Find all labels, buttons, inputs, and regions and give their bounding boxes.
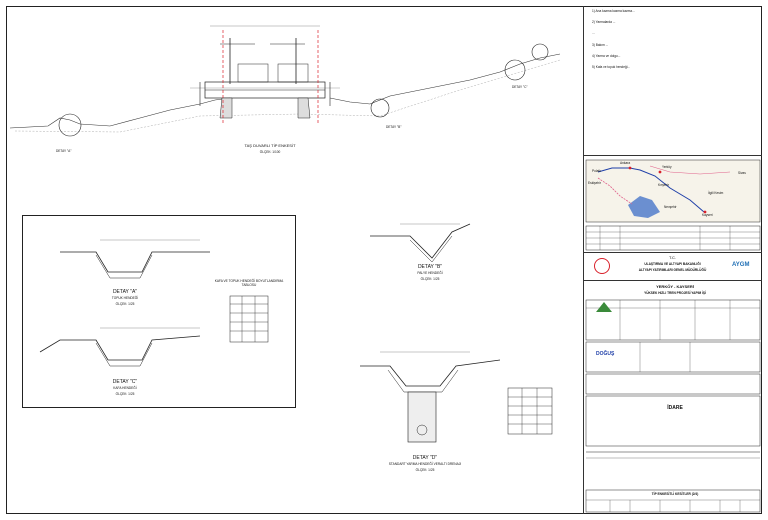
kafa-table-title: KAFA VE TOPUK HENDEĞİ BOYUTLANDIRMA TABL…: [214, 279, 284, 288]
note-1: 1) Ana kazma kazma kazma...: [592, 9, 635, 13]
dogus-logo: DOĞUŞ: [596, 351, 615, 357]
map-label-polatli: Polatlı: [592, 169, 601, 173]
map-label-yerkoy: Yerköy: [662, 165, 672, 169]
main-section-scale: ÖLÇEK: 1/100: [259, 150, 281, 154]
note-3: ...: [592, 31, 595, 36]
main-section-title: TAŞ DUVARLI TİP ENKESİT: [244, 143, 296, 148]
sheet-border: [6, 6, 762, 514]
detail-d-sub: STANDART YARMA HENDEĞİ VERALTI DRENAJI: [388, 462, 462, 466]
ministry-line-1: ULAŞTIRMA VE ALTYAPI BAKANLIĞI: [644, 262, 701, 266]
main-detail-c-tag: DETAY "C": [512, 85, 528, 89]
detail-panel-ac: [22, 215, 296, 408]
project-line-2: YÜKSEK HIZLI TREN PROJESİ YAPIM İŞİ: [644, 291, 706, 295]
main-detail-b-tag: DETAY "B": [386, 125, 402, 129]
detail-a-scale: ÖLÇEK: 1/25: [115, 302, 135, 306]
detail-c-title: DETAY "C": [112, 379, 138, 385]
note-6: 5) Kafa ve topuk hendeği...: [592, 65, 631, 70]
note-4: 3) Bakım ...: [592, 42, 609, 47]
map-label-ilgili-kesim: İlgili Kesim: [708, 191, 724, 195]
map-label-kirsehir: Kırşehir: [658, 183, 669, 187]
detail-b-scale: ÖLÇEK: 1/25: [420, 277, 440, 281]
detail-c-sub: KAFA HENDEĞİ: [113, 386, 137, 390]
aygm-logo: AYGM: [732, 262, 750, 268]
main-detail-a-tag: DETAY "A": [56, 149, 72, 153]
ministry-logo: [594, 258, 610, 274]
detail-c-scale: ÖLÇEK: 1/25: [115, 392, 135, 396]
map-label-kayseri: Kayseri: [702, 213, 713, 217]
detail-b-title: DETAY "B": [417, 264, 443, 270]
note-2: 2) Yarmalarda ...: [592, 20, 616, 25]
drawing-title: TİP ENKESİTLİ KESİTLER (2/4): [651, 492, 699, 496]
titleblock-divider: [583, 6, 584, 514]
ministry-line-2: ALTYAPI YATIRIMLARI GENEL MÜDÜRLÜĞÜ: [638, 268, 707, 272]
ministry-tc: T.C.: [668, 255, 677, 260]
detail-b-sub: PALYE HENDEĞİ: [417, 271, 443, 275]
detail-d-scale: ÖLÇEK: 1/25: [415, 468, 435, 472]
detail-d-title: DETAY "D": [412, 455, 438, 461]
map-label-eskisehir: Eskişehir: [588, 181, 601, 185]
note-5: 4) Yarma ve dolgu...: [592, 53, 621, 58]
general-notes: 1) Ana kazma kazma kazma... 2) Yarmalard…: [592, 9, 752, 70]
detail-a-sub: TOPUK HENDEĞİ: [111, 296, 139, 300]
project-line-1: YERKÖY - KAYSERİ: [656, 284, 694, 289]
idare-label: İDARE: [667, 405, 683, 411]
map-label-nevsehir: Nevşehir: [664, 205, 677, 209]
map-label-sivas: Sivas: [738, 171, 746, 175]
detail-a-title: DETAY "A": [112, 289, 138, 295]
map-label-ankara: Ankara: [620, 161, 631, 165]
